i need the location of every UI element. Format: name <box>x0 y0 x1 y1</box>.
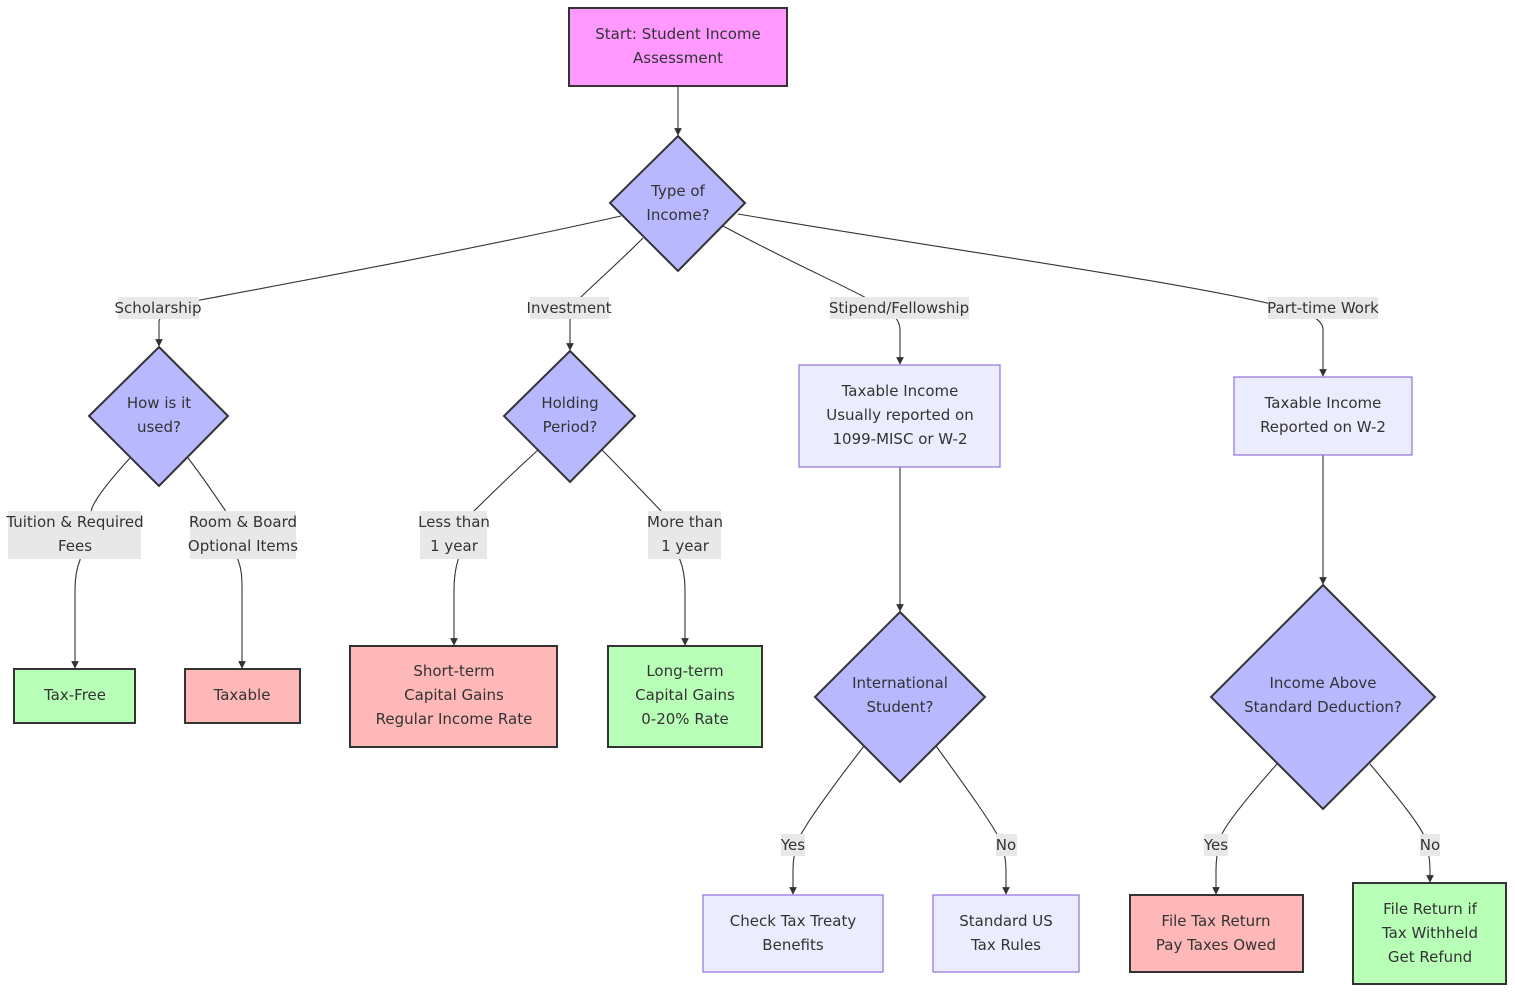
edge-label-stipend-fellowship: Stipend/Fellowship <box>829 297 969 319</box>
edge-income-above-to-file-refund <box>1369 763 1434 883</box>
node-text: Benefits <box>762 936 824 954</box>
edge-label-less-than-1-year: Less than 1 year <box>418 511 490 559</box>
edge-type-to-stipend-taxable <box>722 225 904 365</box>
node-text: Reported on W-2 <box>1260 418 1386 436</box>
short-term-capital-gains-node: Short-term Capital Gains Regular Income … <box>349 645 558 748</box>
node-text: Tax-Free <box>43 686 106 704</box>
edge-label-text: Tuition & Required <box>5 513 143 531</box>
node-text: Student? <box>866 698 933 716</box>
node-text: Tax Rules <box>970 936 1041 954</box>
node-text: Tax Withheld <box>1381 924 1478 942</box>
node-text: used? <box>137 418 181 436</box>
node-text: Assessment <box>633 49 723 67</box>
node-text: 0-20% Rate <box>641 710 728 728</box>
node-text: Standard Deduction? <box>1244 698 1402 716</box>
edge-labels: Scholarship Investment Stipend/Fellowshi… <box>5 297 1440 856</box>
edge-label-more-than-1-year: More than 1 year <box>647 511 723 559</box>
tax-free-node: Tax-Free <box>13 668 136 724</box>
standard-us-tax-rules-node: Standard US Tax Rules <box>932 894 1080 973</box>
edge-international-to-standard-us <box>935 745 1010 895</box>
node-text: Long-term <box>646 662 723 680</box>
node-text: Check Tax Treaty <box>730 912 857 930</box>
node-text: Usually reported on <box>826 406 974 424</box>
node-text: Pay Taxes Owed <box>1156 936 1276 954</box>
edge-label-text: More than <box>647 513 723 531</box>
node-text: Get Refund <box>1388 948 1472 966</box>
edge-label-part-time-work: Part-time Work <box>1267 297 1379 319</box>
edge-label-text: Fees <box>58 537 92 555</box>
edge-label-text: No <box>996 836 1016 854</box>
check-tax-treaty-node: Check Tax Treaty Benefits <box>702 894 884 973</box>
edge-type-to-how-used <box>155 215 622 347</box>
node-text: File Tax Return <box>1161 912 1270 930</box>
edge-label-text: 1 year <box>661 537 710 555</box>
edge-income-above-to-file-pay <box>1212 763 1278 895</box>
node-text: Capital Gains <box>635 686 735 704</box>
edge-label-text: 1 year <box>430 537 479 555</box>
node-text: Period? <box>543 418 598 436</box>
node-text: Start: Student Income <box>595 25 760 43</box>
edge-label-text: No <box>1420 836 1440 854</box>
node-text: Short-term <box>413 662 494 680</box>
edge-label-text: Yes <box>1203 836 1228 854</box>
node-text: Taxable Income <box>841 382 959 400</box>
holding-period-decision: Holding Period? <box>502 349 637 484</box>
node-text: Taxable Income <box>1264 394 1382 412</box>
international-student-decision: International Student? <box>813 610 987 784</box>
node-text: Income? <box>646 206 709 224</box>
income-above-standard-deduction-decision: Income Above Standard Deduction? <box>1209 583 1437 811</box>
taxable-node: Taxable <box>184 668 301 724</box>
edge-label-text: Scholarship <box>115 299 202 317</box>
node-text: Holding <box>541 394 598 412</box>
edge-label-intl-yes: Yes <box>780 834 805 856</box>
edge-label-investment: Investment <box>527 297 612 319</box>
nodes: Start: Student Income Assessment Type of… <box>13 7 1507 985</box>
work-taxable-income-node: Taxable Income Reported on W-2 <box>1233 376 1413 456</box>
node-text: Standard US <box>959 912 1053 930</box>
how-is-it-used-decision: How is it used? <box>87 345 230 488</box>
file-return-refund-node: File Return if Tax Withheld Get Refund <box>1352 882 1507 985</box>
edge-label-scholarship: Scholarship <box>115 297 202 319</box>
node-text: How is it <box>127 394 191 412</box>
node-text: File Return if <box>1383 900 1478 918</box>
edge-label-text: Optional Items <box>188 537 298 555</box>
node-text: Taxable <box>213 686 271 704</box>
edge-label-income-no: No <box>1420 834 1440 856</box>
node-text: International <box>852 674 948 692</box>
edge-label-text: Less than <box>418 513 490 531</box>
edge-label-income-yes: Yes <box>1203 834 1228 856</box>
node-text: Capital Gains <box>404 686 504 704</box>
start-node: Start: Student Income Assessment <box>568 7 788 87</box>
edge-label-text: Stipend/Fellowship <box>829 299 969 317</box>
edge-type-to-holding <box>566 237 644 351</box>
edge-how-used-to-tax-free <box>71 457 131 669</box>
node-text: Income Above <box>1269 674 1376 692</box>
edge-label-text: Investment <box>527 299 612 317</box>
edge-international-to-tax-treaty <box>789 745 865 895</box>
edges <box>71 86 1434 895</box>
node-text: Regular Income Rate <box>376 710 533 728</box>
edge-label-tuition-fees: Tuition & Required Fees <box>5 511 144 559</box>
edge-label-text: Yes <box>780 836 805 854</box>
file-tax-return-pay-node: File Tax Return Pay Taxes Owed <box>1129 894 1304 973</box>
long-term-capital-gains-node: Long-term Capital Gains 0-20% Rate <box>607 645 763 748</box>
node-text: 1099-MISC or W-2 <box>832 430 967 448</box>
edge-label-text: Room & Board <box>189 513 297 531</box>
edge-how-used-to-taxable <box>187 457 246 669</box>
edge-label-text: Part-time Work <box>1267 299 1379 317</box>
stipend-taxable-income-node: Taxable Income Usually reported on 1099-… <box>798 364 1001 468</box>
edge-label-intl-no: No <box>996 834 1017 856</box>
edge-type-to-work-taxable <box>737 213 1327 377</box>
edge-label-room-board: Room & Board Optional Items <box>188 511 298 559</box>
node-text: Type of <box>650 182 705 200</box>
type-of-income-decision: Type of Income? <box>608 134 747 273</box>
